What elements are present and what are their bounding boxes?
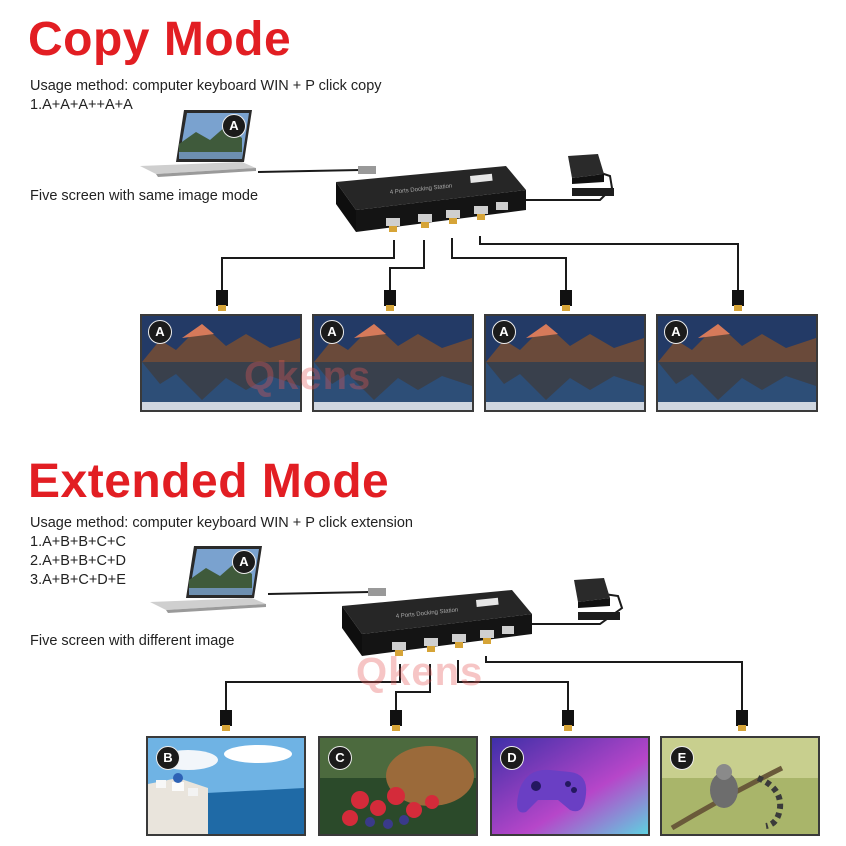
extended-usage-line: Usage method: computer keyboard WIN + P … <box>30 515 413 531</box>
laptop-copy: A <box>136 108 260 180</box>
monitor-extended-2: C <box>318 736 478 836</box>
monitor-extended-2-badge: C <box>328 746 352 770</box>
lake-mountain-image <box>486 316 644 410</box>
docking-station-copy: 4 Ports Docking Station <box>330 160 530 246</box>
laptop-copy-badge: A <box>222 114 246 138</box>
copy-mode-title: Copy Mode <box>28 13 292 66</box>
watermark-copy: Qkens <box>244 354 372 398</box>
monitor-extended-4-badge: E <box>670 746 694 770</box>
hdmi-cable-copy-1 <box>221 240 395 292</box>
hdmi-cable-ext-1 <box>225 664 401 712</box>
monitor-copy-4-badge: A <box>664 320 688 344</box>
copy-option-1: 1.A+A+A++A+A <box>30 97 133 114</box>
laptop-extended: A <box>146 544 270 616</box>
power-adapter-extended <box>566 576 622 624</box>
usb-cable-ext <box>267 591 371 595</box>
monitor-copy-3: A <box>484 314 646 412</box>
hdmi-cable-copy-4 <box>479 236 739 292</box>
docking-station-extended: 4 Ports Docking Station <box>336 584 536 670</box>
extended-description: Five screen with different image <box>30 633 235 649</box>
lake-mountain-image <box>314 316 472 410</box>
monitor-extended-1: B <box>146 736 306 836</box>
extended-mode-title: Extended Mode <box>28 455 390 508</box>
monitor-extended-3-badge: D <box>500 746 524 770</box>
monitor-copy-2-badge: A <box>320 320 344 344</box>
extended-option-1: 1.A+B+B+C+C <box>30 534 126 551</box>
laptop-extended-badge: A <box>232 550 256 574</box>
docking-station-icon: 4 Ports Docking Station <box>342 590 532 656</box>
monitor-copy-1: A <box>140 314 302 412</box>
hdmi-cable-ext-4 <box>485 656 743 712</box>
monitor-extended-1-badge: B <box>156 746 180 770</box>
power-cable-ext <box>520 593 624 625</box>
monitor-copy-2: A <box>312 314 474 412</box>
copy-description: Five screen with same image mode <box>30 188 259 204</box>
monitor-copy-3-badge: A <box>492 320 516 344</box>
hdmi-cable-copy-2 <box>389 240 425 292</box>
hdmi-cable-ext-2 <box>395 664 431 712</box>
copy-usage-text: Usage method: computer keyboard WIN + P … <box>30 77 382 115</box>
hdmi-cable-ext-3 <box>457 660 569 712</box>
power-adapter-icon <box>574 578 620 620</box>
copy-usage-line: Usage method: computer keyboard WIN + P … <box>30 78 382 94</box>
monitor-copy-1-badge: A <box>148 320 172 344</box>
lake-mountain-image <box>142 316 300 410</box>
power-adapter-copy <box>560 152 616 200</box>
berries-image <box>320 738 476 834</box>
hdmi-cable-copy-3 <box>451 238 567 292</box>
monitor-extended-4: E <box>660 736 820 836</box>
extended-usage-text: Usage method: computer keyboard WIN + P … <box>30 514 413 591</box>
monitor-extended-3: D <box>490 736 650 836</box>
usb-cable-copy <box>257 169 361 173</box>
docking-station-icon: 4 Ports Docking Station <box>336 166 526 232</box>
monitor-copy-4: A <box>656 314 818 412</box>
power-adapter-icon <box>568 154 614 196</box>
extended-option-3: 3.A+B+C+D+E <box>30 572 126 589</box>
watermark-extended: Qkens <box>356 650 484 694</box>
extended-option-2: 2.A+B+B+C+D <box>30 553 126 570</box>
